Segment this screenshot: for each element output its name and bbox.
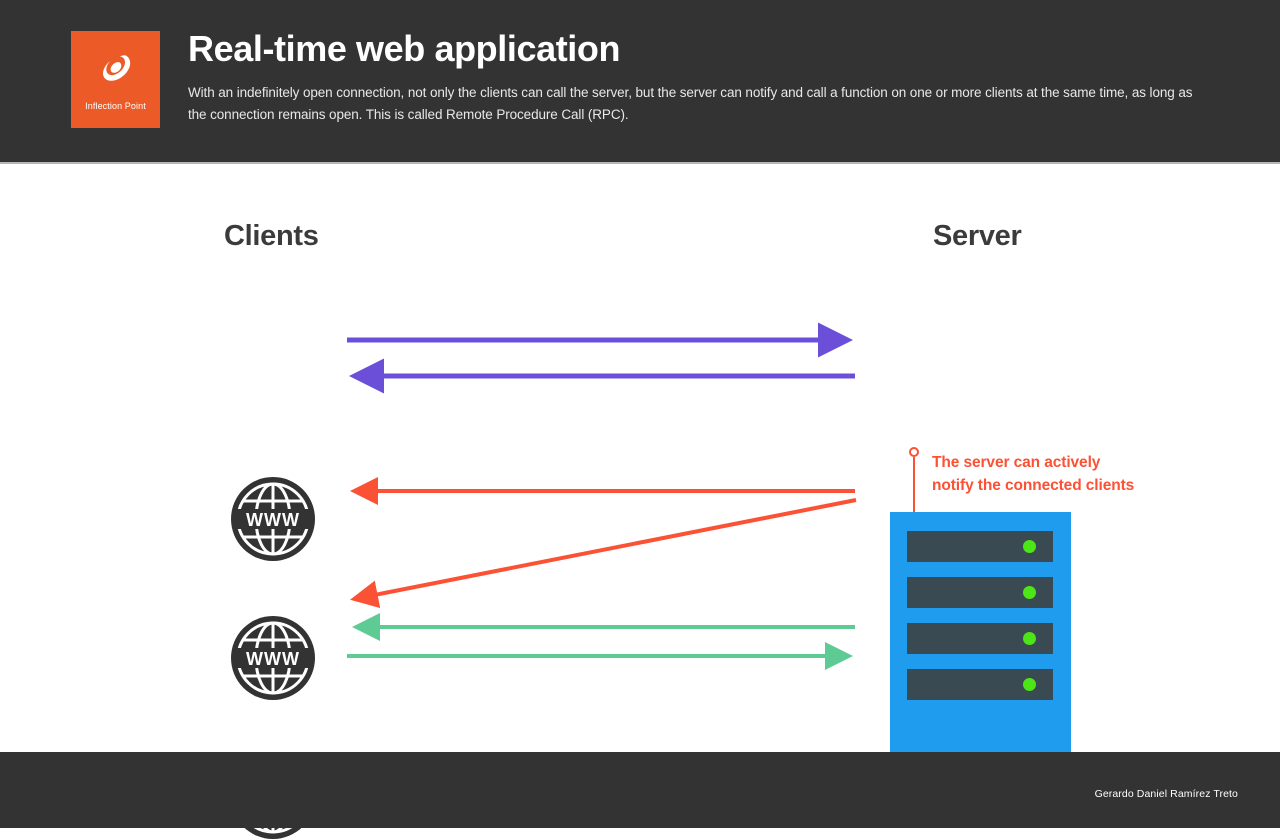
footer-credit: Gerardo Daniel Ramírez Treto <box>1094 788 1238 800</box>
server-note-line-1: The server can actively <box>932 454 1101 471</box>
arrow-server-to-client3-diagonal <box>350 498 857 609</box>
server-led-4 <box>1023 678 1036 691</box>
server-heading: Server <box>933 220 1022 252</box>
server-led-2 <box>1023 586 1036 599</box>
server-bay-2 <box>907 577 1053 608</box>
server-bay-3 <box>907 623 1053 654</box>
swirl-logo-icon <box>102 55 130 81</box>
server-bay-1 <box>907 531 1053 562</box>
server-note: The server can actively notify the conne… <box>932 452 1182 497</box>
svg-text:WWW: WWW <box>246 649 300 669</box>
server-note-pin-icon <box>909 447 919 517</box>
server-led-3 <box>1023 632 1036 645</box>
server-bay-4 <box>907 669 1053 700</box>
server-led-1 <box>1023 540 1036 553</box>
brand-logo: Inflection Point <box>71 31 160 128</box>
server-note-line-2: notify the connected clients <box>932 476 1135 494</box>
svg-text:WWW: WWW <box>246 510 300 530</box>
page-subtitle: With an indefinitely open connection, no… <box>188 85 1193 122</box>
page-title: Real-time web application <box>188 28 621 69</box>
page-header: Inflection Point Real-time web applicati… <box>0 0 1280 164</box>
client-globe-1: WWW <box>231 477 315 561</box>
diagram-stage: Clients Server WWW WWW <box>0 164 1280 839</box>
page-footer: Gerardo Daniel Ramírez Treto <box>0 752 1280 828</box>
client-globe-2: WWW <box>231 616 315 700</box>
brand-logo-label: Inflection Point <box>85 101 146 111</box>
clients-heading: Clients <box>224 220 319 252</box>
